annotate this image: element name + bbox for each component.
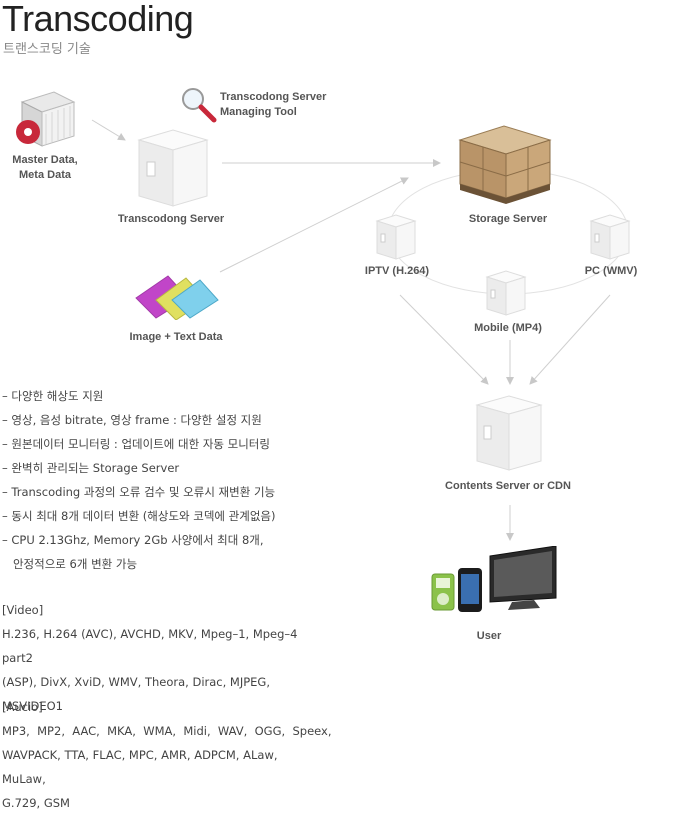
magnifier-icon [182, 88, 217, 123]
video-line: (ASP), DivX, XviD, WMV, Theora, Dirac, M… [2, 675, 270, 713]
feature-list: – 다양한 해상도 지원 – 영상, 음성 bitrate, 영상 frame … [2, 388, 322, 580]
arrow-iptv-to-contents [399, 294, 489, 385]
mobile-server-icon [485, 270, 527, 316]
pc-server-icon [589, 214, 631, 260]
managing-tool-label: Transcodong Server Managing Tool [220, 91, 327, 118]
iptv-label: IPTV (H.264) [364, 265, 430, 277]
feature-item: – 완벽히 관리되는 Storage Server [2, 461, 180, 475]
feature-item: – 다양한 해상도 지원 [2, 389, 104, 403]
image-text-data-label: Image + Text Data [129, 331, 223, 343]
contents-server-label: Contents Server or CDN [445, 480, 571, 492]
mobile-label: Mobile (MP4) [474, 322, 542, 334]
storage-server-label: Storage Server [468, 213, 548, 225]
transcoding-server-label: Transcodong Server [117, 213, 225, 225]
master-data-label: Master Data, Meta Data [12, 154, 78, 181]
arrow-master-to-server [91, 119, 126, 141]
arrow-image-to-storage [219, 177, 409, 273]
storage-server-icon [458, 125, 552, 204]
iptv-server-icon [375, 214, 417, 260]
page-subtitle: 트랜스코딩 기술 [3, 42, 91, 57]
user-devices-icon [431, 546, 557, 612]
audio-line: G.729, GSM [2, 796, 70, 810]
master-data-server-icon [16, 91, 76, 147]
contents-server-icon [475, 395, 543, 471]
feature-item: – 원본데이터 모니터링 : 업데이트에 대한 자동 모니터링 [2, 437, 270, 451]
feature-item: – CPU 2.13Ghz, Memory 2Gb 사양에서 최대 8개, [2, 533, 264, 547]
image-text-data-icon [135, 275, 219, 320]
audio-heading: [Aucio] [2, 700, 43, 714]
audio-line: WAVPACK, TTA, FLAC, MPC, AMR, ADPCM, ALa… [2, 748, 278, 786]
video-heading: [Video] [2, 603, 44, 617]
audio-formats: [Aucio] MP3, MP2, AAC, MKA, WMA, Midi, W… [2, 695, 332, 815]
user-label: User [476, 630, 502, 642]
audio-line: MP3, MP2, AAC, MKA, WMA, Midi, WAV, OGG,… [2, 724, 332, 738]
page-title: Transcoding [2, 0, 194, 39]
video-formats: [Video] H.236, H.264 (AVC), AVCHD, MKV, … [2, 598, 306, 718]
pc-label: PC (WMV) [584, 265, 638, 277]
transcoding-server-icon [137, 129, 209, 207]
feature-item: – 영상, 음성 bitrate, 영상 frame : 다양한 설정 지원 [2, 413, 262, 427]
video-line: H.236, H.264 (AVC), AVCHD, MKV, Mpeg–1, … [2, 627, 298, 665]
feature-item: – 동시 최대 8개 데이터 변환 (해상도와 코덱에 관계없음) [2, 509, 276, 523]
feature-item: 안정적으로 6개 변환 가능 [2, 557, 138, 571]
arrow-pc-to-contents [529, 294, 611, 385]
feature-item: – Transcoding 과정의 오류 검수 및 오류시 재변환 기능 [2, 485, 276, 499]
